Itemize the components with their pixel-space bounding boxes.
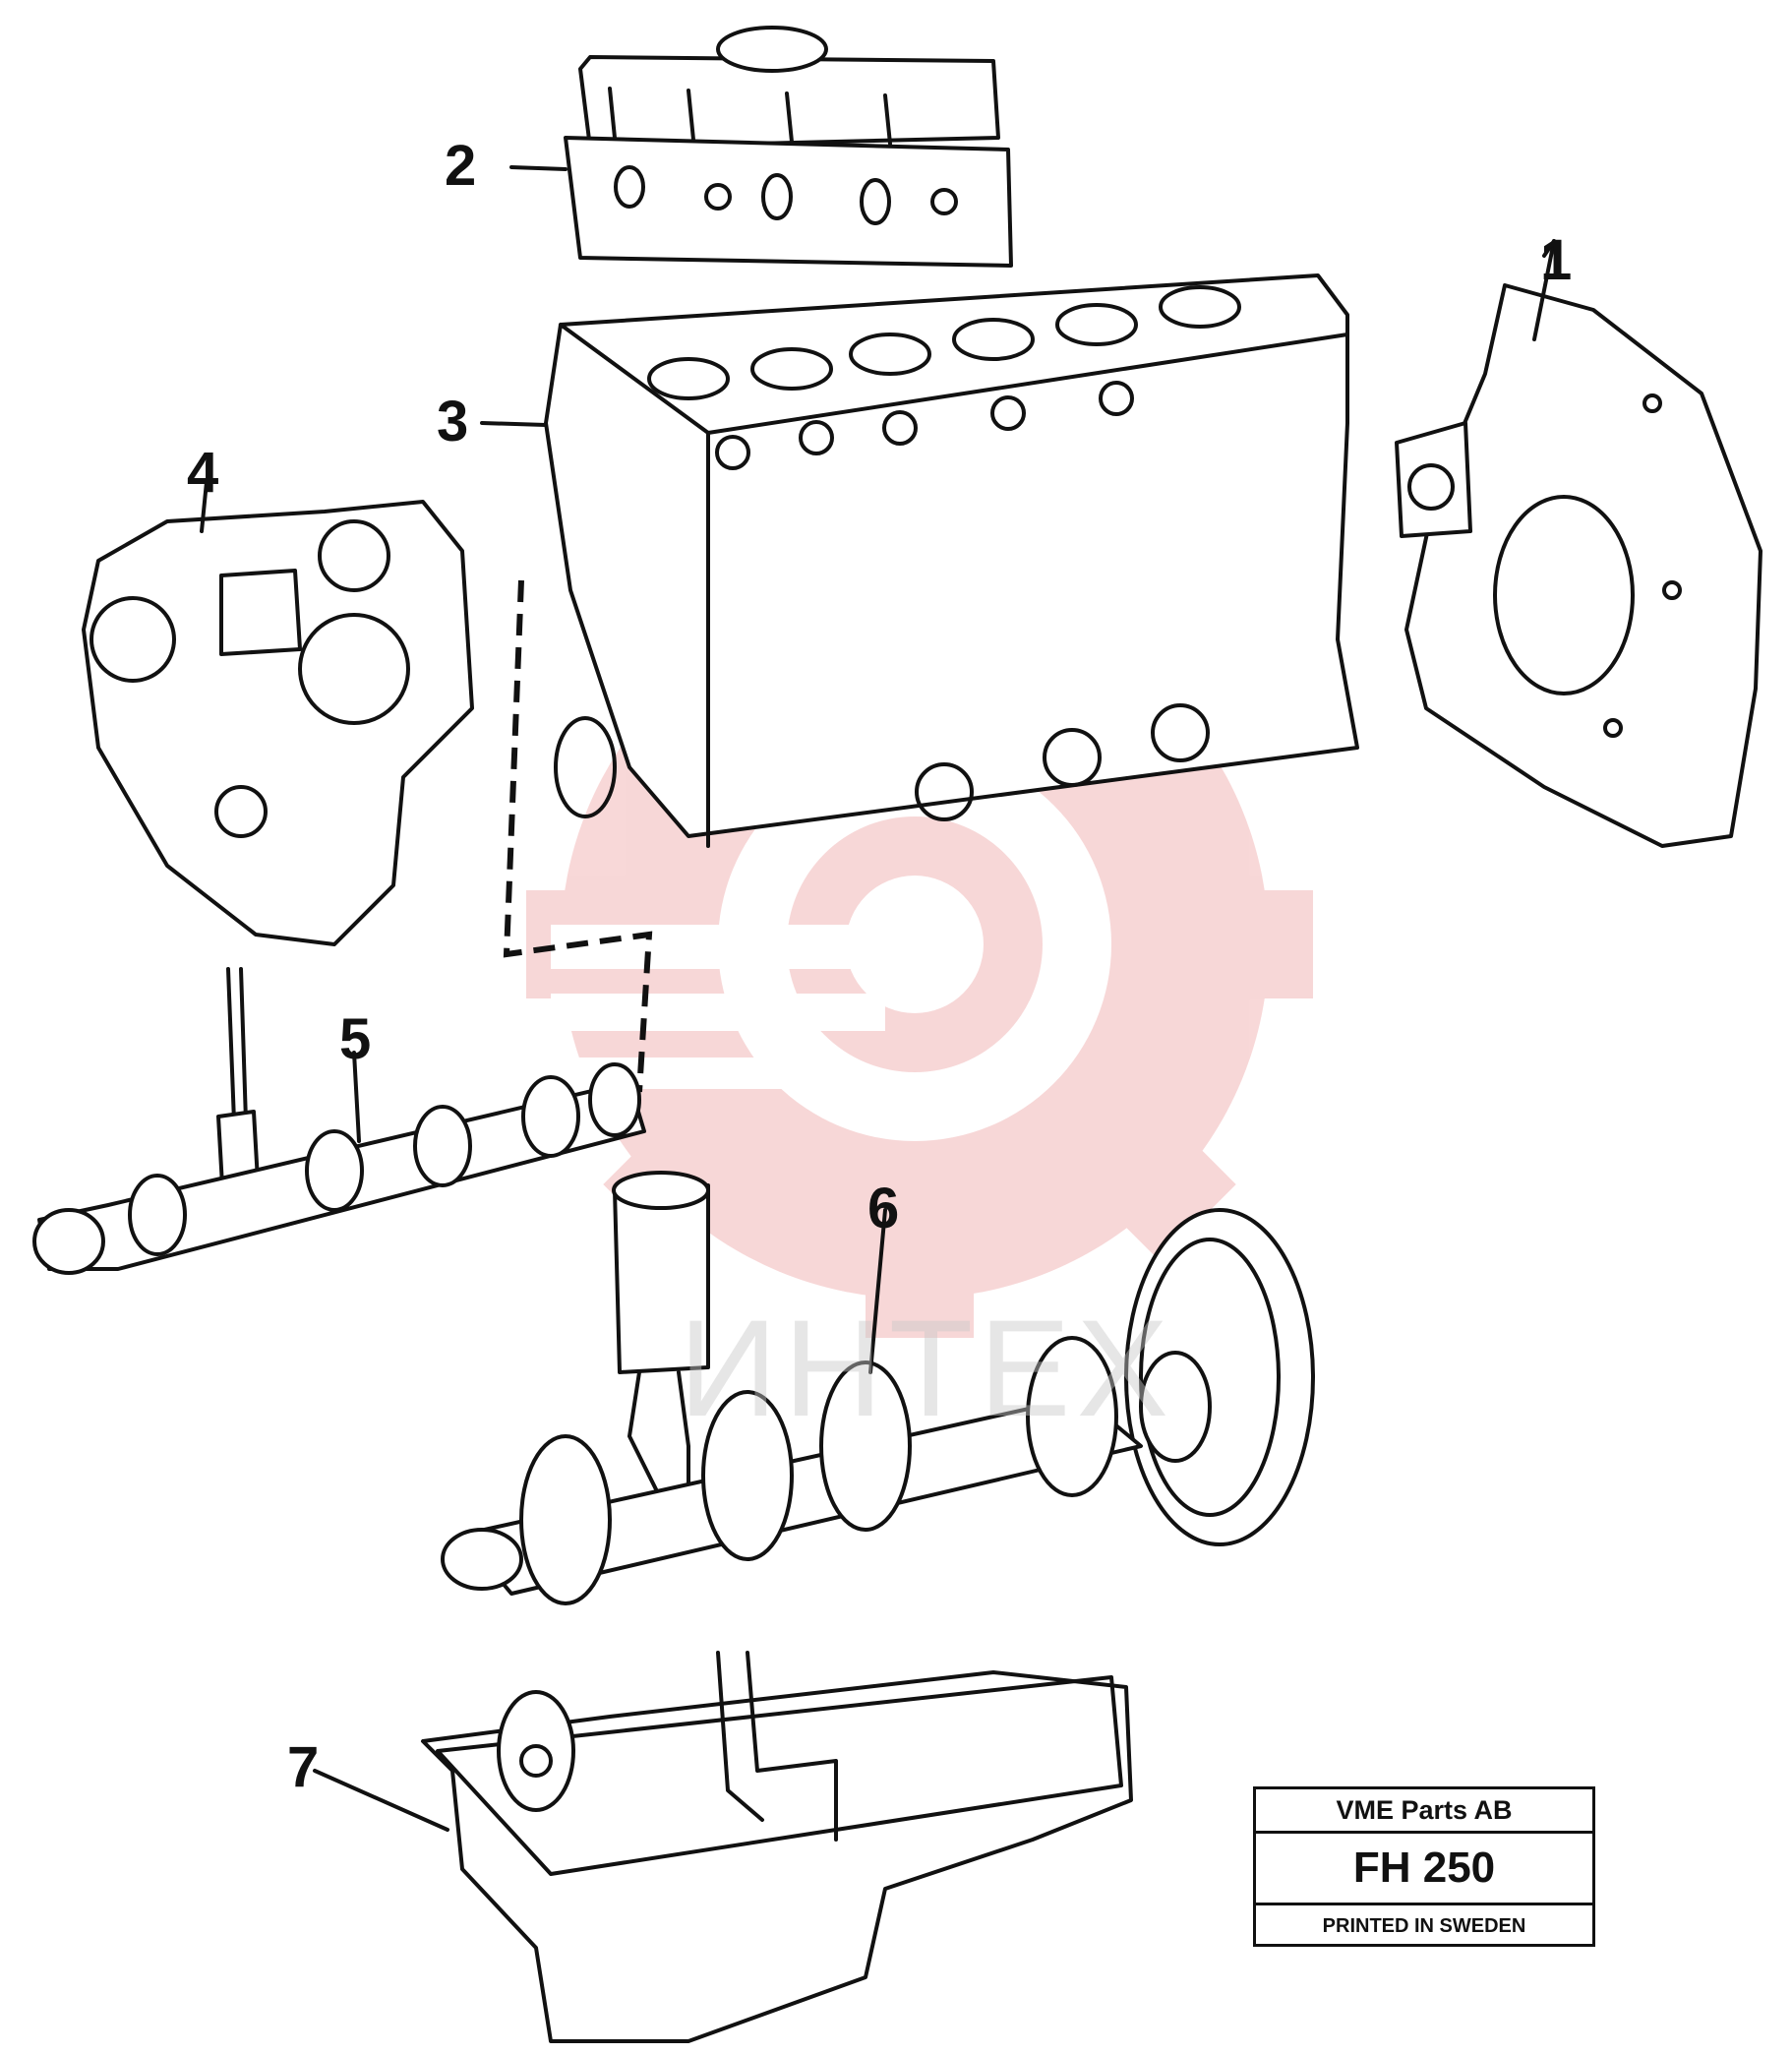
- title-block: VME Parts AB FH 250 PRINTED IN SWEDEN: [1253, 1786, 1595, 1947]
- camshaft-part-5: [32, 967, 646, 1275]
- title-block-drawing-number: FH 250: [1256, 1834, 1592, 1905]
- camshaft-dashed-leader: [503, 579, 653, 1093]
- callout-2: 2: [445, 134, 477, 198]
- crankshaft-assembly-part-6: [441, 1171, 1315, 1605]
- title-block-company: VME Parts AB: [1256, 1789, 1592, 1834]
- callout-3: 3: [437, 390, 469, 453]
- leader-1: [1542, 239, 1556, 258]
- title-block-footer: PRINTED IN SWEDEN: [1322, 1915, 1526, 1937]
- callout-5: 5: [339, 1007, 372, 1071]
- watermark-text: ИНТЕХ: [679, 1291, 1175, 1445]
- callout-4: 4: [187, 441, 219, 505]
- callout-7: 7: [287, 1735, 320, 1799]
- cylinder-block-part-3: [480, 273, 1359, 848]
- callout-6: 6: [867, 1177, 900, 1240]
- oil-sump-part-7: [313, 1651, 1133, 2043]
- timing-cover-part-4: [82, 480, 474, 946]
- flywheel-housing-part-1: [1395, 239, 1762, 848]
- cylinder-head-part-2: [509, 26, 1013, 268]
- callout-1: 1: [1540, 228, 1573, 292]
